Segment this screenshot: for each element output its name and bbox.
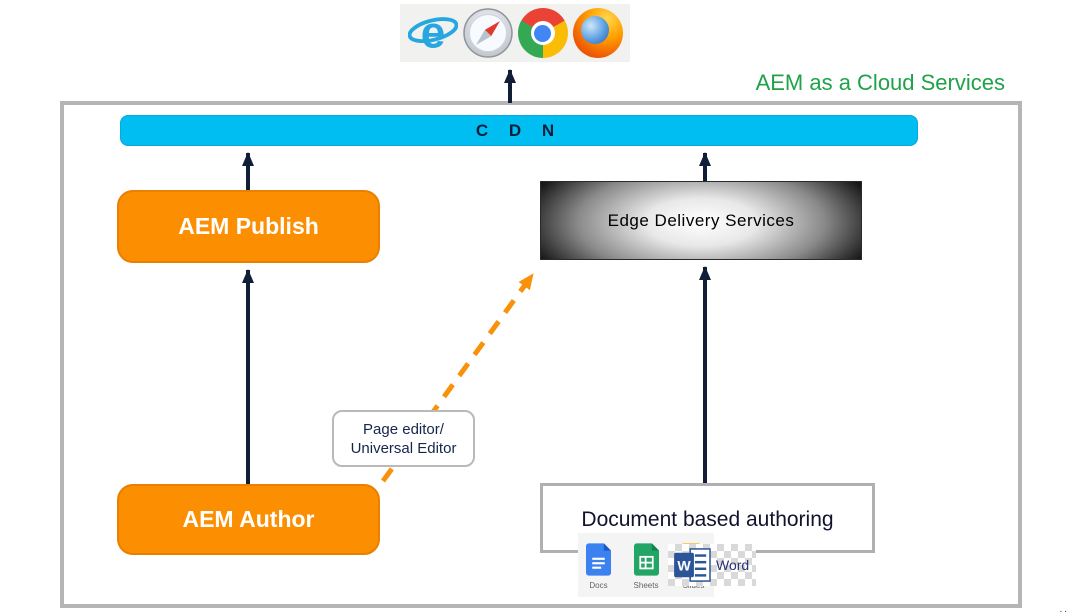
page-editor-node: Page editor/ Universal Editor	[332, 410, 475, 467]
ms-word-label: Word	[716, 557, 750, 573]
aem-author-label: AEM Author	[182, 506, 315, 532]
google-docs-label: Docs	[589, 581, 608, 590]
google-sheets-icon	[633, 543, 659, 576]
aem-publish-label: AEM Publish	[178, 213, 319, 239]
google-docs-tool: Docs	[586, 543, 611, 590]
ms-word-icon: W	[674, 548, 711, 582]
aem-publish-node: AEM Publish	[117, 190, 380, 263]
google-sheets-label: Sheets	[633, 581, 659, 590]
svg-text:W: W	[677, 559, 691, 575]
google-docs-icon	[586, 543, 611, 576]
footer-dots: ..	[1059, 604, 1069, 615]
page-editor-label-line1: Page editor/	[363, 420, 444, 438]
chrome-icon	[517, 8, 568, 58]
aem-author-node: AEM Author	[117, 484, 380, 555]
cdn-node: C D N	[120, 115, 918, 146]
google-sheets-tool: Sheets	[633, 543, 659, 590]
svg-text:e: e	[420, 8, 445, 57]
cdn-label: C D N	[475, 120, 563, 140]
safari-icon	[462, 8, 513, 58]
page-editor-label-line2: Universal Editor	[350, 439, 457, 457]
document-authoring-label: Document based authoring	[581, 508, 834, 531]
word-overlay: W Word	[668, 544, 756, 586]
page-title: AEM as a Cloud Services	[755, 70, 1005, 95]
firefox-icon	[572, 8, 623, 58]
internet-explorer-icon: e	[407, 8, 458, 58]
edge-delivery-label: Edge Delivery Services	[607, 210, 795, 230]
edge-delivery-node: Edge Delivery Services	[540, 181, 862, 260]
arrow-aem-author-to-edge-delivery-dashed	[380, 272, 536, 483]
browsers-strip: e	[400, 4, 630, 62]
